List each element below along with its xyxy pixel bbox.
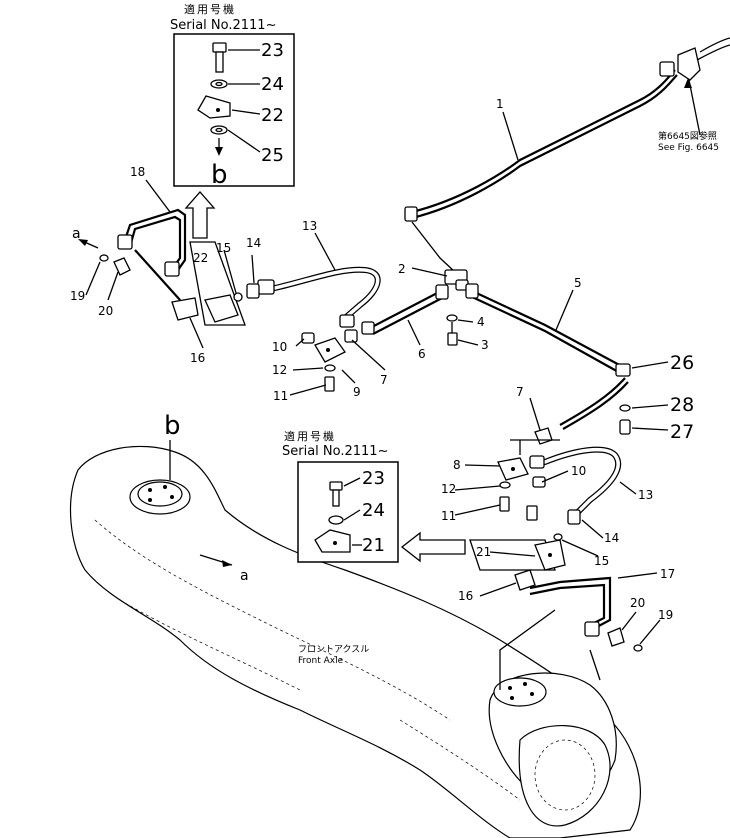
see-fig-jp: 第6645図参照 bbox=[658, 130, 717, 142]
callout-numbers: 1 2 4 3 5 6 7 7 8 9 10 10 11 11 12 12 13… bbox=[70, 97, 694, 622]
callout-19-lower: 19 bbox=[658, 608, 673, 622]
inset-top-jp-title: 適用号機 bbox=[184, 2, 236, 16]
callout-14-upper: 14 bbox=[246, 236, 261, 250]
callout-5: 5 bbox=[574, 276, 582, 290]
callout-16-lower: 16 bbox=[458, 589, 473, 603]
callout-20-lower: 20 bbox=[630, 596, 645, 610]
callout-6: 6 bbox=[418, 347, 426, 361]
callout-13-lower: 13 bbox=[638, 488, 653, 502]
callout-7-upper: 7 bbox=[380, 373, 388, 387]
callout-27: 27 bbox=[670, 421, 694, 443]
see-fig-note: 第6645図参照 See Fig. 6645 bbox=[658, 130, 719, 153]
inset-top-text: 適用号機 Serial No.2111~ 23 24 22 25 b bbox=[170, 2, 284, 190]
inset-top-box bbox=[173, 33, 295, 187]
letter-a-axle: a bbox=[240, 568, 249, 584]
lower-right-assembly bbox=[469, 427, 643, 690]
callout-15-upper: 15 bbox=[216, 241, 231, 255]
callout-1: 1 bbox=[496, 97, 504, 111]
callout-7-lower: 7 bbox=[516, 385, 524, 399]
inset-top-serial: Serial No.2111~ bbox=[170, 18, 276, 33]
front-axle-label: フロントアクスル Front Axle bbox=[298, 644, 369, 666]
callout-12-lower: 12 bbox=[441, 482, 456, 496]
inset-mid-label-21: 21 bbox=[362, 535, 385, 556]
callout-17: 17 bbox=[660, 567, 675, 581]
inset-top-label-22: 22 bbox=[261, 105, 284, 126]
callout-11-upper: 11 bbox=[273, 389, 288, 403]
inset-mid-jp-title: 適用号機 bbox=[284, 429, 336, 443]
callout-11-lower: 11 bbox=[441, 509, 456, 523]
callout-28: 28 bbox=[670, 394, 694, 416]
callout-12-upper: 12 bbox=[272, 363, 287, 377]
letter-markers: a b a bbox=[72, 226, 249, 584]
callout-3: 3 bbox=[481, 338, 489, 352]
inset-top-letter-b: b bbox=[211, 160, 228, 190]
callout-21: 21 bbox=[476, 545, 491, 559]
brake-pipe-5 bbox=[465, 283, 631, 435]
inset-arrow-left bbox=[400, 531, 466, 563]
callout-2: 2 bbox=[398, 262, 406, 276]
inset-mid-serial: Serial No.2111~ bbox=[282, 444, 388, 459]
callout-19-upper: 19 bbox=[70, 289, 85, 303]
see-fig-en: See Fig. 6645 bbox=[658, 143, 719, 153]
inset-mid-label-24: 24 bbox=[362, 500, 385, 521]
front-axle-jp: フロントアクスル bbox=[298, 644, 369, 655]
inset-mid-box bbox=[297, 461, 399, 563]
brake-pipe-18 bbox=[78, 208, 199, 321]
bracket-9 bbox=[301, 332, 346, 392]
tee-connector-2 bbox=[444, 269, 469, 346]
callout-20-upper: 20 bbox=[98, 304, 113, 318]
brake-pipe-1 bbox=[404, 37, 730, 273]
callout-9: 9 bbox=[353, 385, 361, 399]
front-axle-drawing bbox=[69, 440, 641, 838]
inset-top-label-25: 25 bbox=[261, 145, 284, 166]
callout-22: 22 bbox=[193, 251, 208, 265]
callout-14-lower: 14 bbox=[604, 531, 619, 545]
callout-8: 8 bbox=[453, 458, 461, 472]
brake-hose-13-upper bbox=[257, 266, 381, 343]
letter-a-left: a bbox=[72, 226, 81, 242]
callout-15-lower: 15 bbox=[594, 554, 609, 568]
callout-10-upper: 10 bbox=[272, 340, 287, 354]
callout-10-lower: 10 bbox=[571, 464, 586, 478]
callout-18: 18 bbox=[130, 165, 145, 179]
front-axle-en: Front Axle bbox=[298, 656, 344, 666]
bracket-22-assembly bbox=[189, 241, 260, 326]
inset-arrow-up bbox=[184, 191, 216, 239]
callout-26: 26 bbox=[670, 352, 694, 374]
letter-b-axle: b bbox=[164, 411, 181, 441]
callout-13-upper: 13 bbox=[302, 219, 317, 233]
inset-top-label-24: 24 bbox=[261, 74, 284, 95]
leader-lines bbox=[85, 111, 669, 645]
callout-16-upper: 16 bbox=[190, 351, 205, 365]
inset-top-label-23: 23 bbox=[261, 40, 284, 61]
callout-4: 4 bbox=[477, 315, 485, 329]
brake-pipe-6 bbox=[361, 284, 449, 335]
inset-mid-text: 適用号機 Serial No.2111~ 23 24 21 bbox=[282, 429, 388, 556]
inset-mid-label-23: 23 bbox=[362, 468, 385, 489]
